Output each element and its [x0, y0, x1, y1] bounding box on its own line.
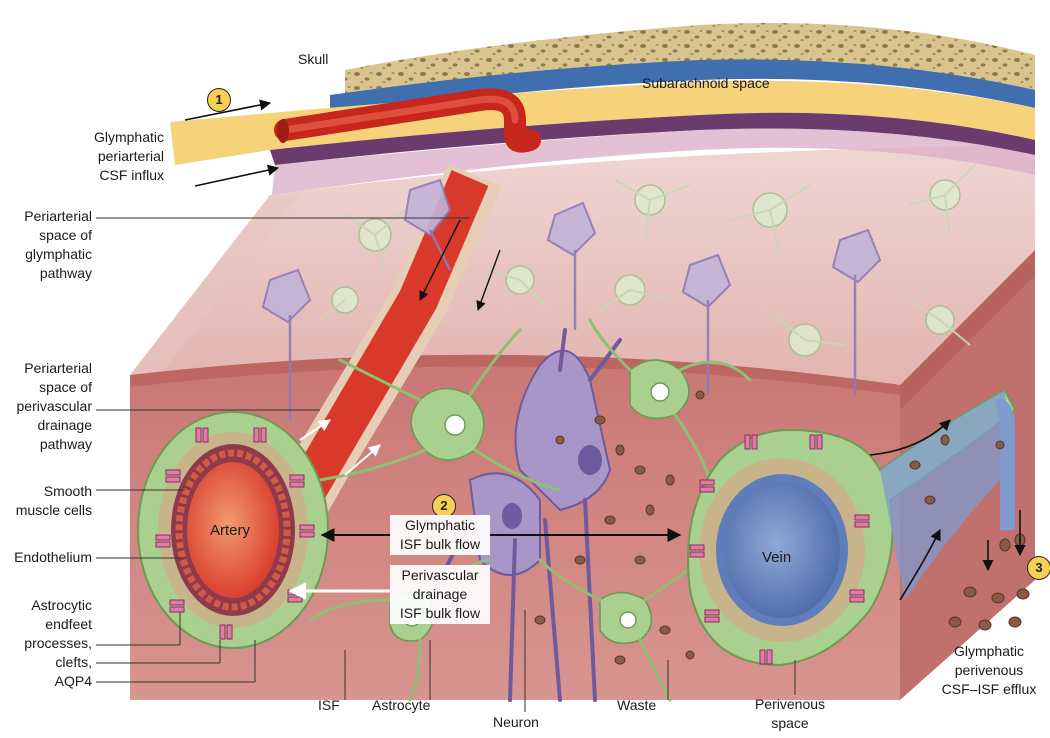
subarachnoid-space-label: Subarachnoid space — [642, 75, 770, 91]
aqp4-markers — [155, 427, 870, 665]
artery-label: Artery — [210, 522, 251, 539]
glymphatic-flow-label: Glymphatic ISF bulk flow — [390, 515, 490, 555]
smooth-muscle-label: Smooth muscle cells — [15, 483, 92, 518]
efflux-arrows — [869, 419, 1026, 601]
pia-layer — [270, 112, 1035, 165]
leader-lines — [96, 217, 796, 712]
perivascular-flow-label: Perivascular drainage ISF bulk flow — [390, 565, 490, 624]
astrocyte-label: Astrocyte — [372, 697, 431, 713]
influx-arrows — [184, 99, 280, 187]
efflux-label: Glymphatic perivenous CSF–ISF efflux — [941, 643, 1037, 697]
vein-label: Vein — [762, 549, 792, 566]
cortex-cells — [261, 164, 976, 420]
neuron-label: Neuron — [493, 714, 539, 730]
drainage-arrows — [299, 419, 381, 476]
endothelium-label: Endothelium — [14, 549, 92, 565]
step-2-marker: 2 — [432, 494, 456, 518]
vein-cross-section — [687, 388, 1017, 667]
cortex-slab — [130, 145, 1035, 385]
influx-label: Glymphatic periarterial CSF influx — [93, 129, 164, 183]
periarterial-arrows — [419, 219, 501, 311]
astrocytic-endfeet-label: Astrocytic endfeet processes, clefts, AQ… — [24, 597, 92, 689]
isf-label: ISF — [318, 697, 340, 713]
periarterial-drainage-label: Periarterial space of perivascular drain… — [16, 360, 92, 452]
dura-layer — [330, 59, 1035, 115]
step-1-marker: 1 — [207, 88, 231, 112]
skull-label: Skull — [298, 51, 329, 67]
artery-cross-section — [137, 411, 329, 649]
step-3-marker: 3 — [1027, 556, 1050, 580]
waste-label: Waste — [617, 697, 657, 713]
csf-layer — [170, 80, 1035, 165]
vein-lumen — [724, 482, 840, 618]
perivenous-space-label: Perivenous space — [754, 696, 826, 731]
waste-particles — [534, 390, 1030, 665]
artery-lumen — [187, 462, 279, 598]
periarterial-glymphatic-label: Periarterial space of glymphatic pathway — [24, 208, 92, 281]
